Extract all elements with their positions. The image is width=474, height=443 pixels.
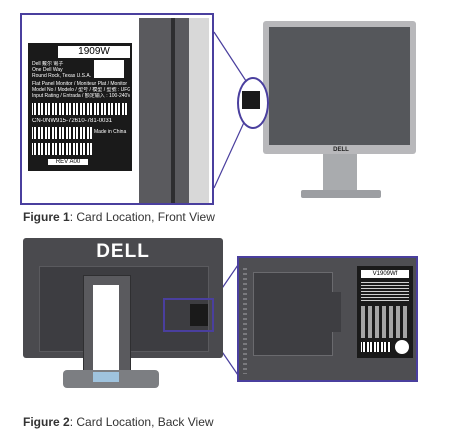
serial-number-text: CN-0NW915-72610-781-0031 (32, 118, 113, 124)
monitor-side-groove (171, 18, 175, 203)
monitor-side-bezel (189, 18, 209, 203)
figure1-caption-bold: Figure 1 (23, 210, 70, 224)
made-in-text: Made in China (94, 129, 127, 135)
monitor-back-base-hole (93, 372, 119, 382)
label-white-block (94, 60, 124, 78)
monitor-back-stand-inner (93, 285, 119, 372)
front-label-mini (242, 91, 260, 109)
monitor-screen (269, 27, 410, 145)
dell-logo-front: DELL (333, 147, 349, 153)
back-panel-detail (331, 292, 341, 332)
label-line: Dell 戴尔 電子 (32, 61, 64, 67)
monitor-stand-neck (323, 154, 357, 192)
label-line: Flat Panel Monitor / Moniteur Plat / Mon… (32, 81, 128, 87)
label-line: Input Rating / Entrada / 额定输入 : 100-240V… (32, 93, 130, 99)
figure2-caption: Figure 2: Card Location, Back View (23, 415, 214, 429)
label-line: Round Rock, Texas U.S.A. 78682 (32, 73, 92, 79)
label-line: One Dell Way (32, 67, 63, 73)
dell-logo-back: DELL (96, 241, 150, 262)
figure2-zoom-frame: V1909Wf (237, 256, 418, 382)
figure2-caption-text: : Card Location, Back View (69, 415, 214, 429)
back-label-lines (361, 282, 409, 302)
barcode (32, 143, 92, 155)
back-panel-vents (243, 268, 247, 374)
barcode (32, 127, 92, 139)
barcode (361, 342, 391, 352)
back-label-logo (395, 340, 409, 354)
back-label-callout (163, 298, 214, 332)
back-label-certs (361, 306, 409, 338)
back-label-model: V1909Wf (361, 270, 409, 278)
back-label-mini (190, 304, 208, 326)
figure1-caption-text: : Card Location, Front View (69, 210, 215, 224)
figure1-caption: Figure 1: Card Location, Front View (23, 210, 215, 224)
monitor-stand-base (301, 190, 381, 198)
figure2-caption-bold: Figure 2 (23, 415, 70, 429)
barcode (32, 103, 128, 115)
service-tag-label: 1909W Dell 戴尔 電子 One Dell Way Round Rock… (28, 43, 132, 171)
rev-text: REV A00 (48, 159, 88, 165)
back-service-label: V1909Wf (357, 266, 413, 358)
back-panel-recess (253, 272, 333, 356)
label-model-box: 1909W (58, 46, 130, 58)
monitor-side-panel (139, 18, 189, 203)
figure1-zoom-frame: 1909W Dell 戴尔 電子 One Dell Way Round Rock… (20, 13, 214, 205)
label-line: Model No / Modelo / 型号 / 模型 / 型號 : UFGDT… (32, 87, 130, 93)
